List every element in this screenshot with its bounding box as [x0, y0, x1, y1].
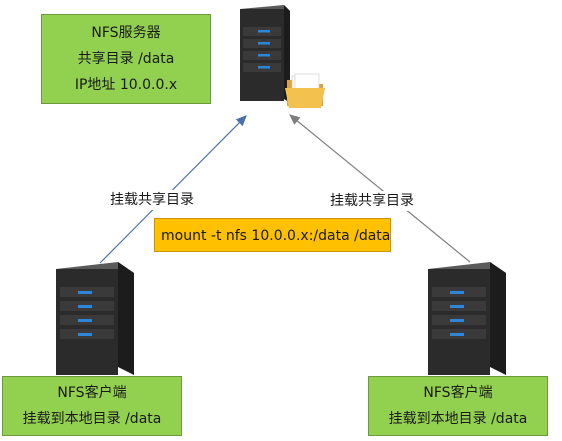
nfs-client-left-title: NFS客户端	[57, 385, 127, 401]
folder-icon	[285, 73, 325, 108]
edge-left-to-server	[99, 115, 247, 264]
server-tower-icon	[428, 262, 506, 375]
edge-left-label: 挂载共享目录	[108, 190, 196, 210]
edge-right-label: 挂载共享目录	[328, 191, 416, 211]
nfs-server-ip: IP地址 10.0.0.x	[74, 77, 178, 93]
edge-right-to-server	[289, 114, 471, 263]
nfs-server-title: NFS服务器	[91, 25, 161, 41]
nfs-server-share: 共享目录 /data	[77, 51, 175, 67]
server-tower-icon	[240, 5, 290, 103]
nfs-server-box: NFS服务器 共享目录 /data IP地址 10.0.0.x	[41, 14, 211, 104]
nfs-client-right-box: NFS客户端 挂载到本地目录 /data	[368, 376, 548, 436]
nfs-client-left-mount: 挂载到本地目录 /data	[22, 411, 162, 427]
nfs-client-right-title: NFS客户端	[423, 385, 493, 401]
server-tower-icon	[56, 262, 134, 375]
nfs-client-right-mount: 挂载到本地目录 /data	[388, 411, 528, 427]
nfs-client-left-box: NFS客户端 挂载到本地目录 /data	[2, 376, 182, 436]
mount-command-box: mount -t nfs 10.0.0.x:/data /data	[154, 218, 391, 252]
